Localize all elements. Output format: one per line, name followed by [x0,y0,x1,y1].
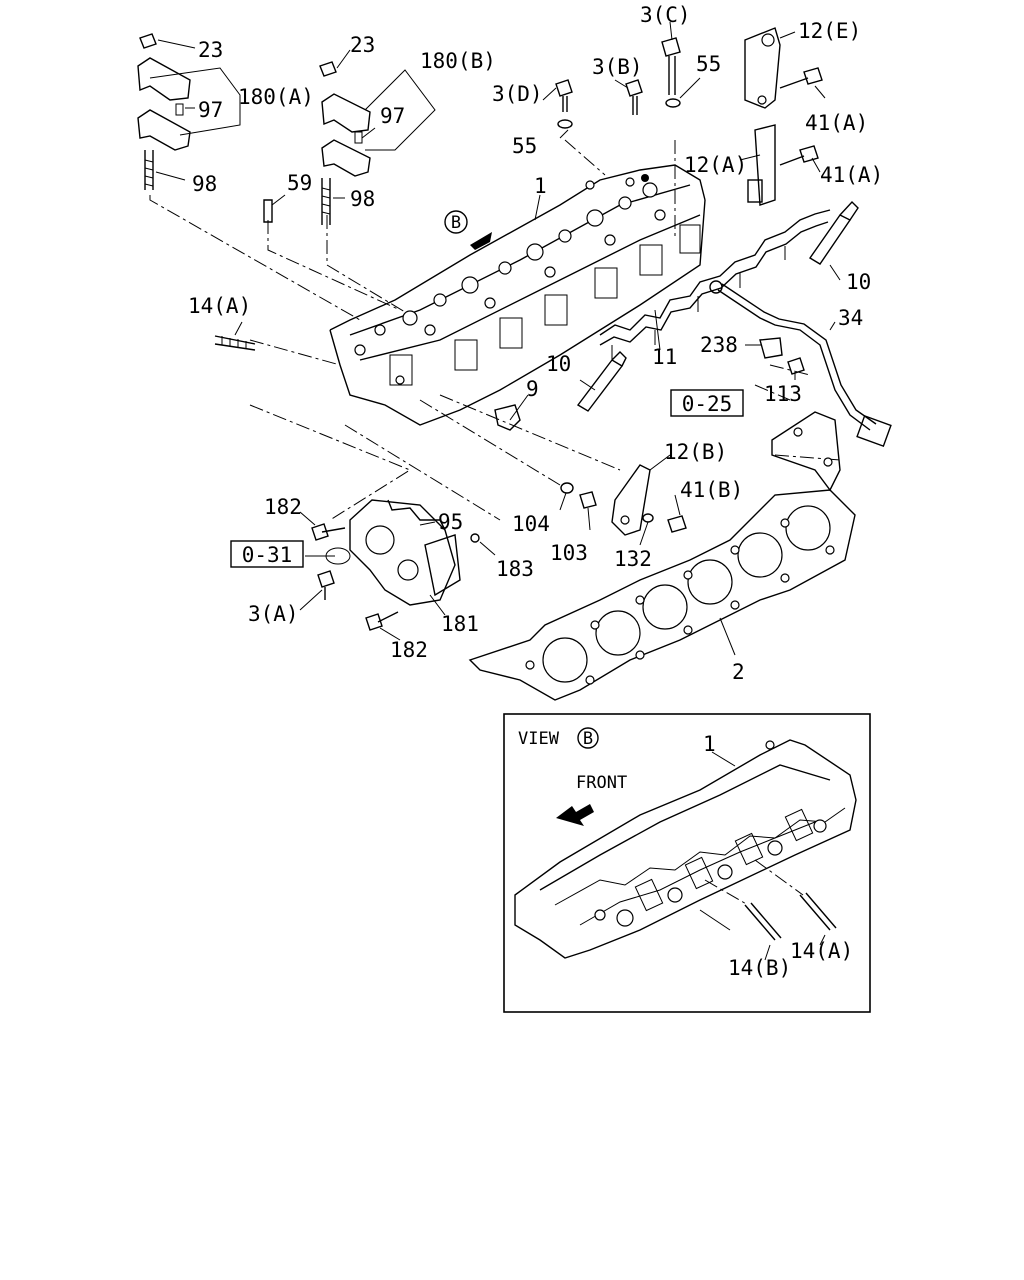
label-23-right: 23 [350,33,375,57]
water-outlet-assembly [311,499,480,631]
label-103: 103 [550,541,588,565]
label-23-left: 23 [198,38,223,62]
label-182-bottom: 182 [390,638,428,662]
label-183: 183 [496,557,534,581]
svg-text:0-31: 0-31 [242,543,293,567]
inset-front-label: FRONT [576,773,627,793]
bolts-top [555,37,681,129]
head-gasket [468,489,856,701]
label-1: 1 [534,174,547,198]
label-59: 59 [287,171,312,195]
label-180a: 180(A) [238,85,314,109]
label-12a: 12(A) [684,153,747,177]
label-95: 95 [438,510,463,534]
label-98-left: 98 [192,172,217,196]
front-arrow-icon [556,804,594,826]
label-97-left: 97 [198,98,223,122]
reference-box-0-31: 0-31 [230,540,304,568]
label-12b: 12(B) [664,440,727,464]
label-55-left: 55 [512,134,537,158]
label-41b: 41(B) [680,478,743,502]
label-3c: 3(C) [640,3,691,27]
label-238: 238 [700,333,738,357]
camshaft-bracket-set-a [137,33,191,190]
harness-bracket [771,411,841,492]
dowel-pin [263,199,273,223]
lifting-bracket-b [611,464,687,536]
glow-plug-left [576,351,627,412]
label-3d: 3(D) [492,82,543,106]
label-41a-top: 41(A) [805,111,868,135]
label-9: 9 [526,377,539,401]
label-11: 11 [652,345,677,369]
label-180b: 180(B) [420,49,496,73]
inset-marker: B [583,729,593,749]
part-labels: 23 23 180(A) 180(B) 97 97 98 98 59 3(D) … [188,3,883,684]
glow-plug-right [808,200,859,265]
stud-14a [214,335,256,351]
plug-9 [494,404,521,431]
camshaft-bracket-set-b [319,61,371,225]
label-12e: 12(E) [798,19,861,43]
label-3b: 3(B) [592,55,643,79]
view-b-marker: B [444,210,492,250]
reference-box-0-25: 0-25 [670,389,744,417]
washer-104 [560,482,574,494]
label-3a: 3(A) [248,602,299,626]
label-10-right: 10 [846,270,871,294]
view-b-inset: VIEW B FRONT 1 14(B) 14(A) [503,713,871,1013]
label-2: 2 [732,660,745,684]
leader-lines [149,21,841,656]
inset-label-1: 1 [703,732,716,756]
svg-text:B: B [451,213,461,233]
label-182-top: 182 [264,495,302,519]
label-113: 113 [764,382,802,406]
inset-title: VIEW [518,729,560,749]
label-132: 132 [614,547,652,571]
inset-label-14b: 14(B) [728,956,791,980]
inset-label-14a: 14(A) [790,939,853,963]
label-55-top: 55 [696,52,721,76]
label-14a: 14(A) [188,294,251,318]
label-181: 181 [441,612,479,636]
svg-text:0-25: 0-25 [682,392,733,416]
label-34: 34 [838,306,863,330]
label-104: 104 [512,512,550,536]
glow-harness [709,280,892,448]
label-10-left: 10 [546,352,571,376]
label-98-right: 98 [350,187,375,211]
label-97-right: 97 [380,104,405,128]
assembly-lines [149,139,841,521]
lifting-brackets [744,27,823,206]
label-41a-mid: 41(A) [820,163,883,187]
cylinder-head [329,164,706,426]
plug-103 [579,491,597,509]
